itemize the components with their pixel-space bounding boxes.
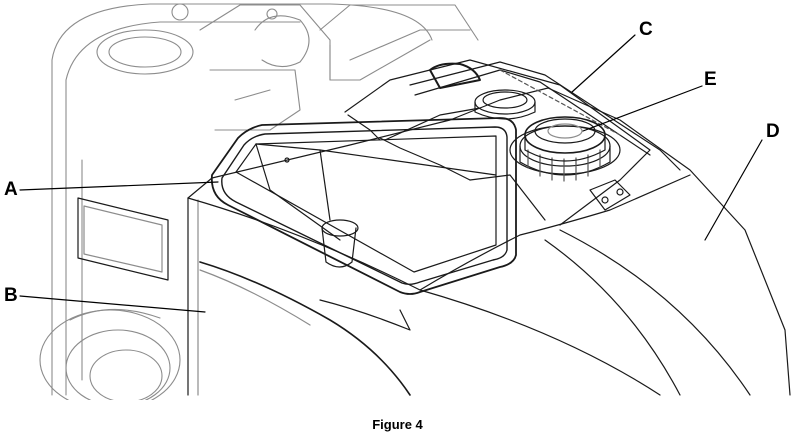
callout-a: A (4, 180, 18, 199)
leader-c (572, 35, 635, 92)
leader-a (20, 182, 218, 190)
callout-c: C (639, 20, 653, 39)
rear-housing (40, 4, 478, 400)
callout-b: B (4, 286, 18, 305)
leader-e (583, 86, 702, 131)
callout-e: E (704, 70, 717, 89)
display-panel (78, 198, 168, 280)
figure-caption: Figure 4 (0, 417, 795, 432)
recovery-tank-opening (212, 118, 516, 294)
leader-d (705, 140, 762, 240)
machine-line-drawing (0, 0, 795, 400)
callout-d: D (766, 122, 780, 141)
secondary-port (475, 90, 535, 119)
